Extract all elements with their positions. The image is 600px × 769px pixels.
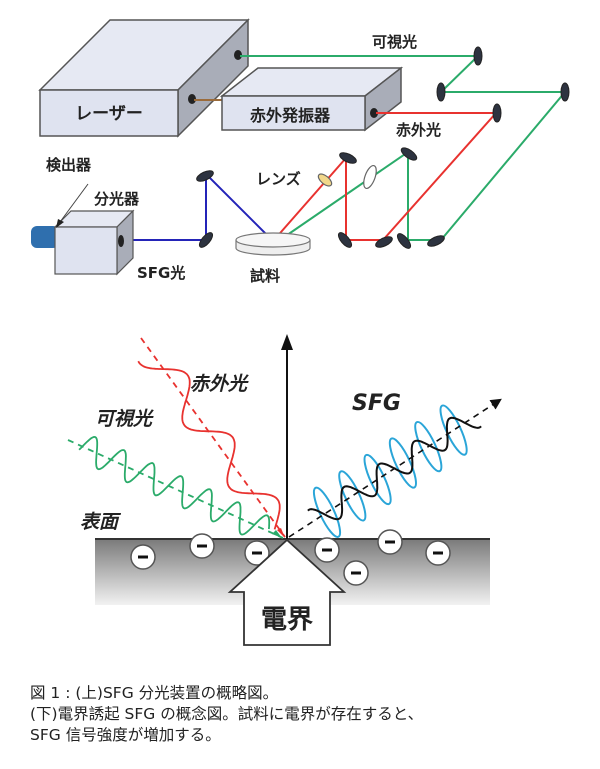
mirror xyxy=(198,232,214,248)
mirror xyxy=(427,235,445,247)
sfg-envelope xyxy=(388,437,417,489)
spectrometer xyxy=(31,209,135,276)
mirror xyxy=(339,152,357,164)
ir-oscillator-box: 赤外発振器 xyxy=(219,66,404,132)
negative-charge xyxy=(244,540,270,566)
visible-beam xyxy=(240,55,568,243)
caption-line-3: SFG 信号強度が増加する。 xyxy=(30,726,221,744)
infrared-beam xyxy=(273,112,499,241)
visible-wave xyxy=(78,435,271,536)
mirror xyxy=(196,170,214,182)
mirror xyxy=(400,147,418,161)
sample-label: 試料 xyxy=(250,267,280,285)
negative-charge xyxy=(377,529,403,555)
electric-field-label: 電界 xyxy=(261,605,313,635)
sfg-wave xyxy=(307,416,482,521)
mirror xyxy=(492,103,502,123)
mirrors xyxy=(196,46,570,249)
negative-charge xyxy=(343,560,369,586)
mirror xyxy=(375,236,393,248)
sfg-envelope xyxy=(414,420,443,473)
sfg-envelope xyxy=(363,453,392,506)
sample-dish xyxy=(235,232,311,256)
sfg-beam xyxy=(123,171,273,241)
detector xyxy=(31,226,59,248)
caption-line-1: 図 1 : (上)SFG 分光装置の概略図。 xyxy=(30,684,279,702)
laser-box: レーザー xyxy=(38,18,250,138)
spectrometer-label: 分光器 xyxy=(94,190,140,208)
figure-caption: 図 1 : (上)SFG 分光装置の概略図。 (下)電界誘起 SFG の概念図。… xyxy=(30,683,590,746)
mirror xyxy=(396,233,412,249)
sfg-envelope xyxy=(312,486,342,538)
efisfg-diagram: 電界 赤外光 可視光 SFG 表面 xyxy=(67,334,502,646)
visible-light-label: 可視光 xyxy=(372,33,417,51)
detector-label: 検出器 xyxy=(46,156,92,174)
setup-diagram: レーザー 赤外発振器 xyxy=(31,18,570,285)
negative-charge xyxy=(314,537,340,563)
lens-visible xyxy=(363,164,377,190)
surface-label: 表面 xyxy=(80,511,122,533)
mirror xyxy=(560,82,570,102)
sfg-envelope xyxy=(439,404,468,456)
visible-label: 可視光 xyxy=(95,408,154,430)
infrared-label: 赤外光 xyxy=(190,373,249,395)
ir-oscillator-label: 赤外発振器 xyxy=(250,106,331,125)
caption-line-2: (下)電界誘起 SFG の概念図。試料に電界が存在すると、 xyxy=(30,705,424,723)
lens-ir xyxy=(317,173,333,187)
sfg-label: SFG xyxy=(352,391,401,416)
laser-label: レーザー xyxy=(75,104,143,124)
lens-label: レンズ xyxy=(256,170,301,188)
surface-charges xyxy=(130,529,451,586)
infrared-light-label: 赤外光 xyxy=(396,121,441,139)
sfg-envelope xyxy=(338,470,367,522)
mirror xyxy=(473,46,483,66)
negative-charge xyxy=(425,540,451,566)
negative-charge xyxy=(130,544,156,570)
mirror xyxy=(436,82,446,102)
sfg-envelopes xyxy=(312,404,468,538)
sfg-light-label: SFG光 xyxy=(137,264,185,282)
detector-pointer xyxy=(59,183,89,223)
mirror xyxy=(337,232,353,248)
electric-field-arrow: 電界 xyxy=(227,538,347,646)
infrared-wave xyxy=(137,360,281,530)
negative-charge xyxy=(189,533,215,559)
